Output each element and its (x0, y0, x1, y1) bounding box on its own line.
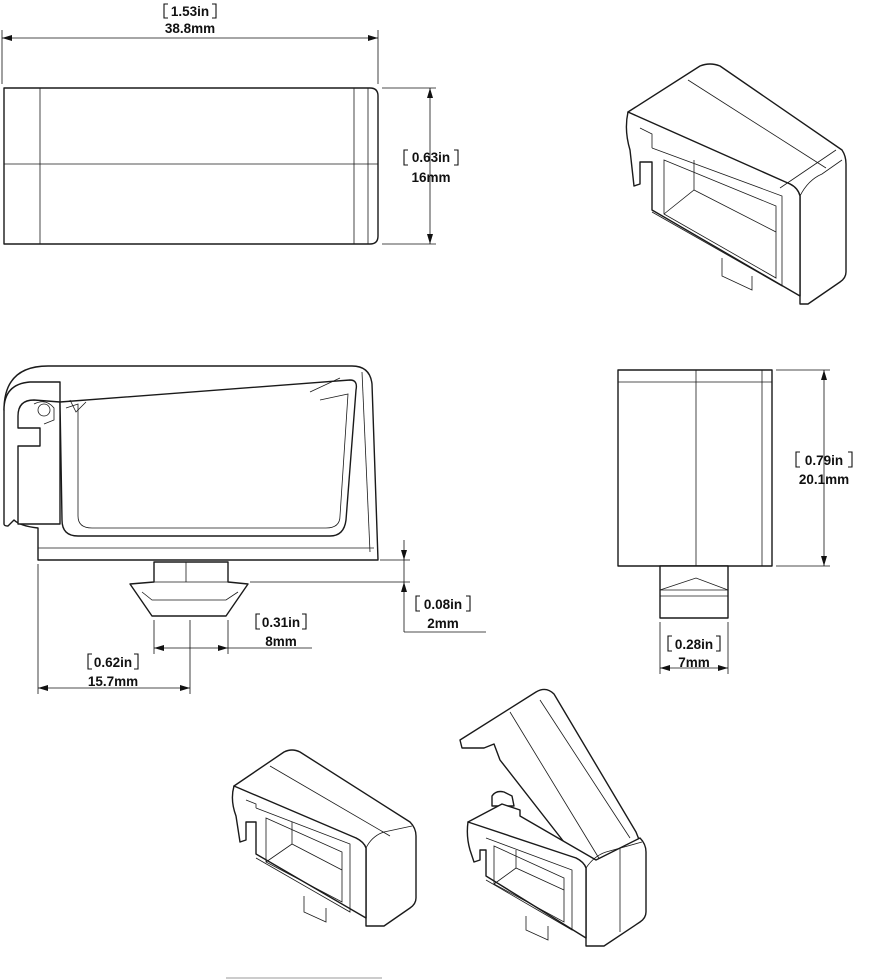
end-view (617, 369, 830, 674)
isometric-view-top (625, 63, 847, 305)
dim-tab-height-in: 0.08in (424, 597, 462, 612)
dim-tab-width-in: 0.31in (262, 615, 300, 630)
dim-base-offset: 0.62in 15.7mm (87, 653, 139, 689)
dim-tab-width-mm: 8mm (265, 634, 297, 649)
dim-length: 1.53in 38.8mm (163, 3, 217, 36)
dim-base-offset-in: 0.62in (94, 655, 132, 670)
dim-tab-depth: 0.28in 7mm (667, 635, 721, 670)
dim-length-in: 1.53in (171, 4, 209, 19)
dim-tab-width: 0.31in 8mm (255, 613, 307, 649)
dim-base-offset-mm: 15.7mm (88, 674, 138, 689)
isometric-view-closed (231, 749, 417, 927)
top-view (1, 30, 436, 245)
dim-height: 0.79in 20.1mm (795, 451, 853, 487)
dim-tab-depth-in: 0.28in (675, 637, 713, 652)
dim-height-in: 0.79in (805, 453, 843, 468)
dim-tab-height: 0.08in 2mm (415, 595, 471, 631)
dim-tab-height-mm: 2mm (427, 616, 459, 631)
dim-length-mm: 38.8mm (165, 21, 215, 36)
dim-width: 0.63in 16mm (403, 149, 459, 185)
isometric-view-open (459, 688, 647, 947)
dim-width-in: 0.63in (412, 150, 450, 165)
dim-width-mm: 16mm (411, 170, 450, 185)
dim-height-mm: 20.1mm (799, 472, 849, 487)
side-view (3, 365, 486, 694)
dim-tab-depth-mm: 7mm (678, 655, 710, 670)
